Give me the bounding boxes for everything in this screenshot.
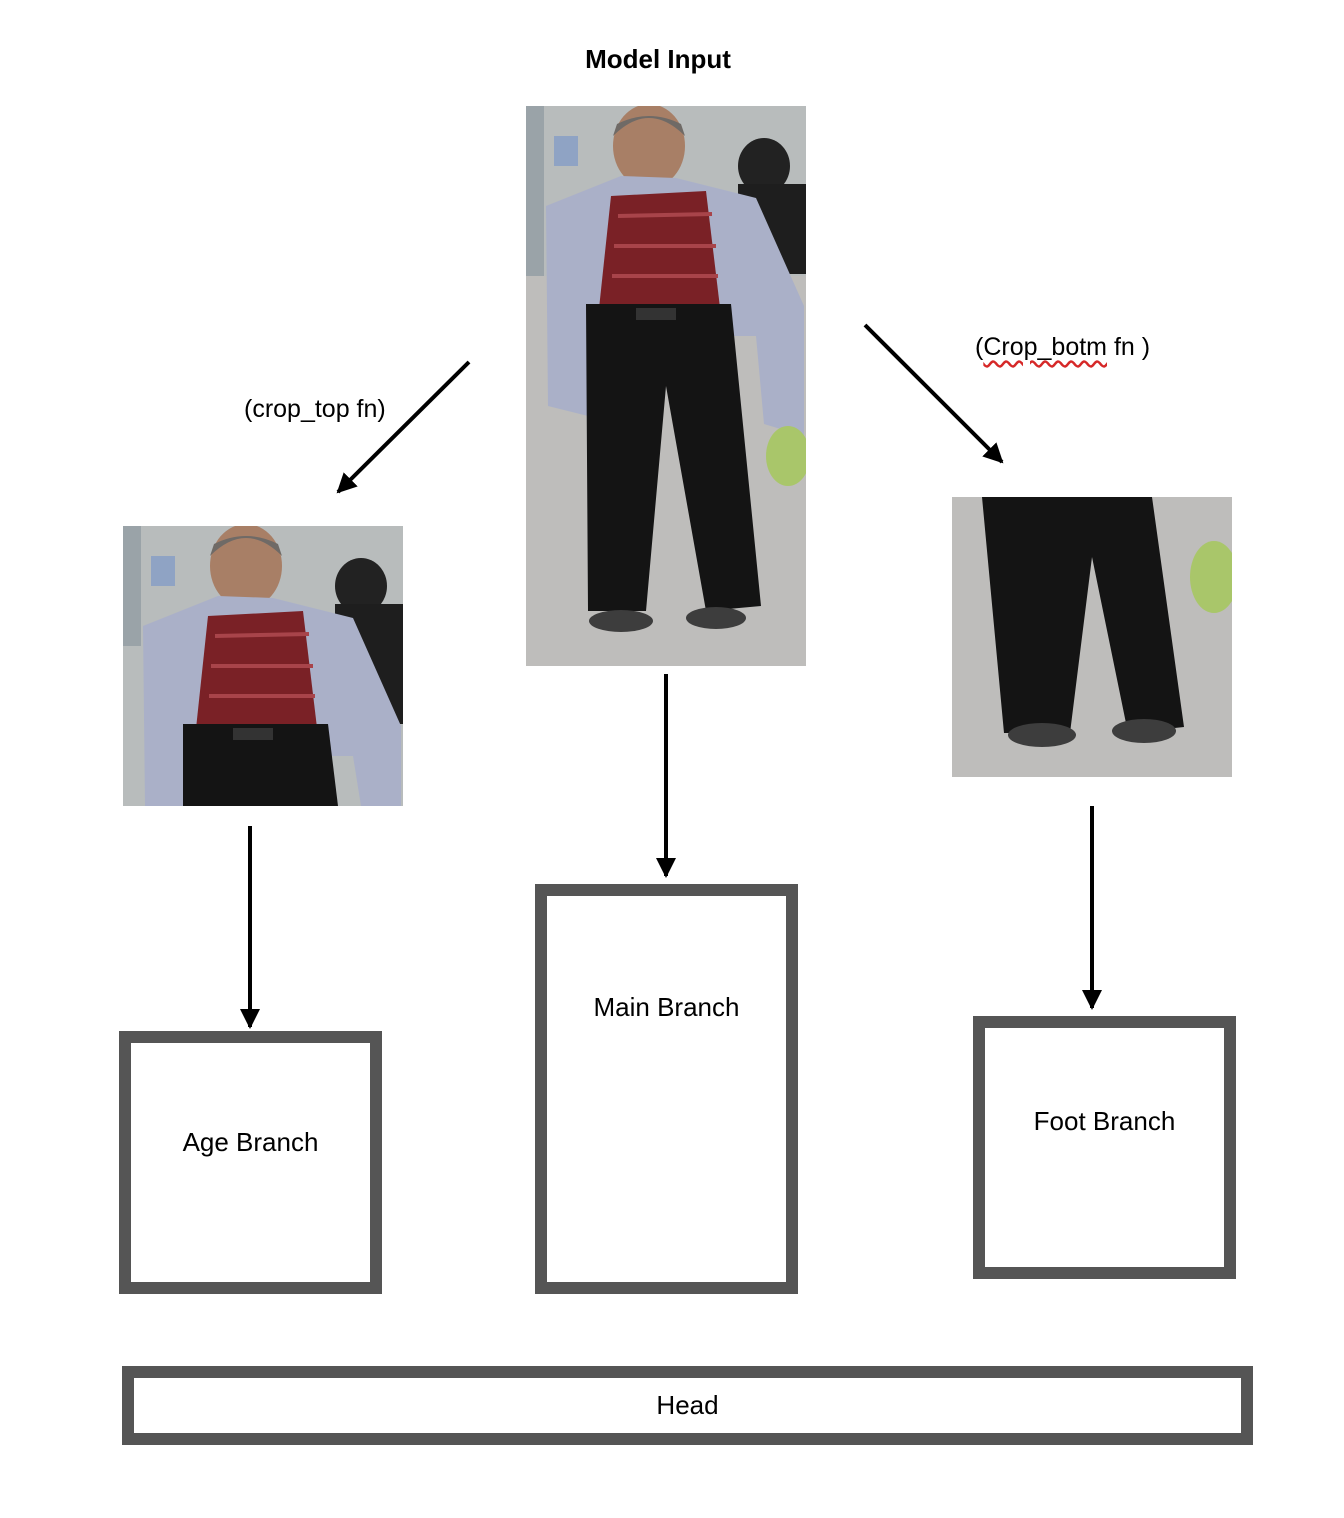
person-upper-figure	[123, 526, 403, 806]
person-lower-figure	[952, 497, 1232, 777]
foot-branch-box: Foot Branch	[973, 1016, 1236, 1279]
age-branch-box: Age Branch	[119, 1031, 382, 1294]
crop-botm-prefix: (	[975, 333, 984, 361]
crop-top-label: (crop_top fn)	[244, 395, 386, 423]
top-crop-image	[123, 526, 403, 806]
model-input-image	[526, 106, 806, 666]
arrow-crop-botm	[863, 323, 1004, 464]
main-branch-box: Main Branch	[535, 884, 798, 1294]
bottom-crop-image	[952, 497, 1232, 777]
crop-botm-word: Crop_botm	[983, 333, 1107, 361]
person-full-figure	[526, 106, 806, 666]
crop-botm-label: (Crop_botm fn )	[975, 333, 1150, 362]
main-branch-label: Main Branch	[593, 992, 740, 1022]
crop-botm-suffix: fn )	[1107, 333, 1151, 361]
age-branch-label: Age Branch	[182, 1127, 319, 1157]
head-label: Head	[656, 1390, 719, 1420]
arrow-crop-top	[336, 360, 471, 494]
foot-branch-label: Foot Branch	[1033, 1106, 1176, 1136]
diagram-title: Model Input	[585, 44, 731, 74]
head-box: Head	[122, 1366, 1253, 1445]
